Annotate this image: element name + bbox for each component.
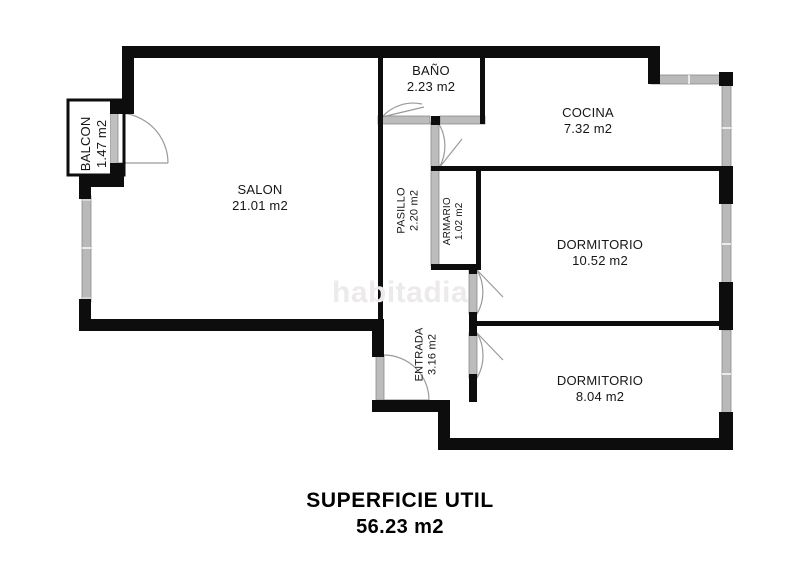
door-leaf-pasillo bbox=[438, 138, 463, 169]
window-dormitorio2-door-jamb bbox=[468, 332, 478, 379]
wall-armario-bottom bbox=[431, 264, 481, 270]
window-bano-right-jamb bbox=[439, 115, 486, 125]
wall-top-right-drop bbox=[648, 46, 660, 84]
wall-entrada-bottom bbox=[372, 400, 450, 412]
wall-dormitorio-divider bbox=[476, 321, 721, 326]
window-salon-left bbox=[81, 195, 92, 303]
door-arc-dormitorio2 bbox=[476, 332, 484, 379]
door-arc-pasillo bbox=[438, 123, 446, 169]
wall-entrada-right-mid bbox=[469, 312, 477, 336]
wall-top-main bbox=[122, 46, 660, 58]
wall-balcony-right bbox=[110, 100, 124, 114]
window-dormitorio2-right bbox=[721, 329, 732, 417]
wall-salon-left-upper bbox=[122, 46, 134, 114]
door-leaf-dormitorio1 bbox=[476, 269, 504, 298]
wall-balcony-right-lower bbox=[110, 163, 124, 175]
wall-salon-right bbox=[378, 58, 383, 324]
wall-cocina-dormitorio-divider bbox=[476, 166, 721, 171]
walls-group bbox=[66, 46, 733, 450]
wall-dormitorio2-left bbox=[438, 400, 450, 450]
wall-pasillo-right-stub bbox=[431, 116, 440, 125]
wall-salon-left-seg1 bbox=[79, 175, 91, 199]
wall-armario-right bbox=[476, 166, 481, 270]
door-arc-bano bbox=[381, 102, 423, 118]
wall-corner-top-right bbox=[719, 72, 733, 86]
summary-area: 56.23 m2 bbox=[356, 516, 444, 538]
window-balcony-door bbox=[109, 112, 119, 165]
window-bano-jamb bbox=[377, 115, 431, 125]
door-leaf-bano bbox=[381, 106, 425, 118]
door-arc-dormitorio1 bbox=[476, 269, 484, 315]
window-dormitorio1-right bbox=[721, 199, 732, 287]
window-dormitorio1-door-jamb bbox=[468, 269, 478, 315]
door-leaf-dormitorio2 bbox=[476, 332, 504, 361]
wall-right-block-2 bbox=[719, 282, 733, 330]
window-entrada-door-jamb bbox=[375, 354, 385, 401]
window-pasillo-jamb bbox=[430, 121, 440, 171]
door-arc-entrada bbox=[383, 354, 430, 401]
wall-salon-bottom bbox=[79, 319, 384, 331]
wall-bano-bottom bbox=[480, 116, 485, 124]
balcony-floor bbox=[70, 102, 110, 173]
wall-entrada-left-stub bbox=[372, 331, 384, 357]
wall-entrada-right bbox=[469, 264, 477, 274]
door-swings-group bbox=[117, 102, 504, 401]
wall-bano-right bbox=[480, 46, 485, 120]
windows-group bbox=[81, 74, 732, 417]
superficie-util-summary: SUPERFICIE UTIL 56.23 m2 bbox=[0, 489, 800, 539]
wall-right-block-1 bbox=[719, 166, 733, 204]
wall-entrada-right-low bbox=[469, 374, 477, 402]
wall-bottom-dormitorio2 bbox=[438, 438, 733, 450]
window-cocina-right bbox=[721, 83, 732, 171]
wall-armario-top bbox=[431, 166, 481, 171]
summary-title: SUPERFICIE UTIL bbox=[306, 489, 494, 512]
window-armario-left bbox=[430, 169, 440, 267]
